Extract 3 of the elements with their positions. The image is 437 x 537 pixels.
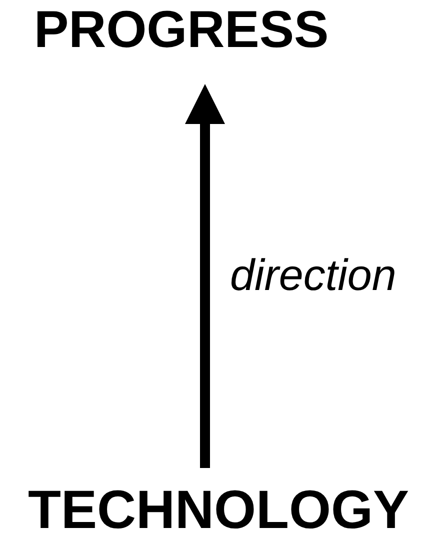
arrow	[185, 84, 225, 468]
node-label: PROGRESS	[34, 0, 329, 60]
node-label: TECHNOLOGY	[0, 480, 437, 537]
